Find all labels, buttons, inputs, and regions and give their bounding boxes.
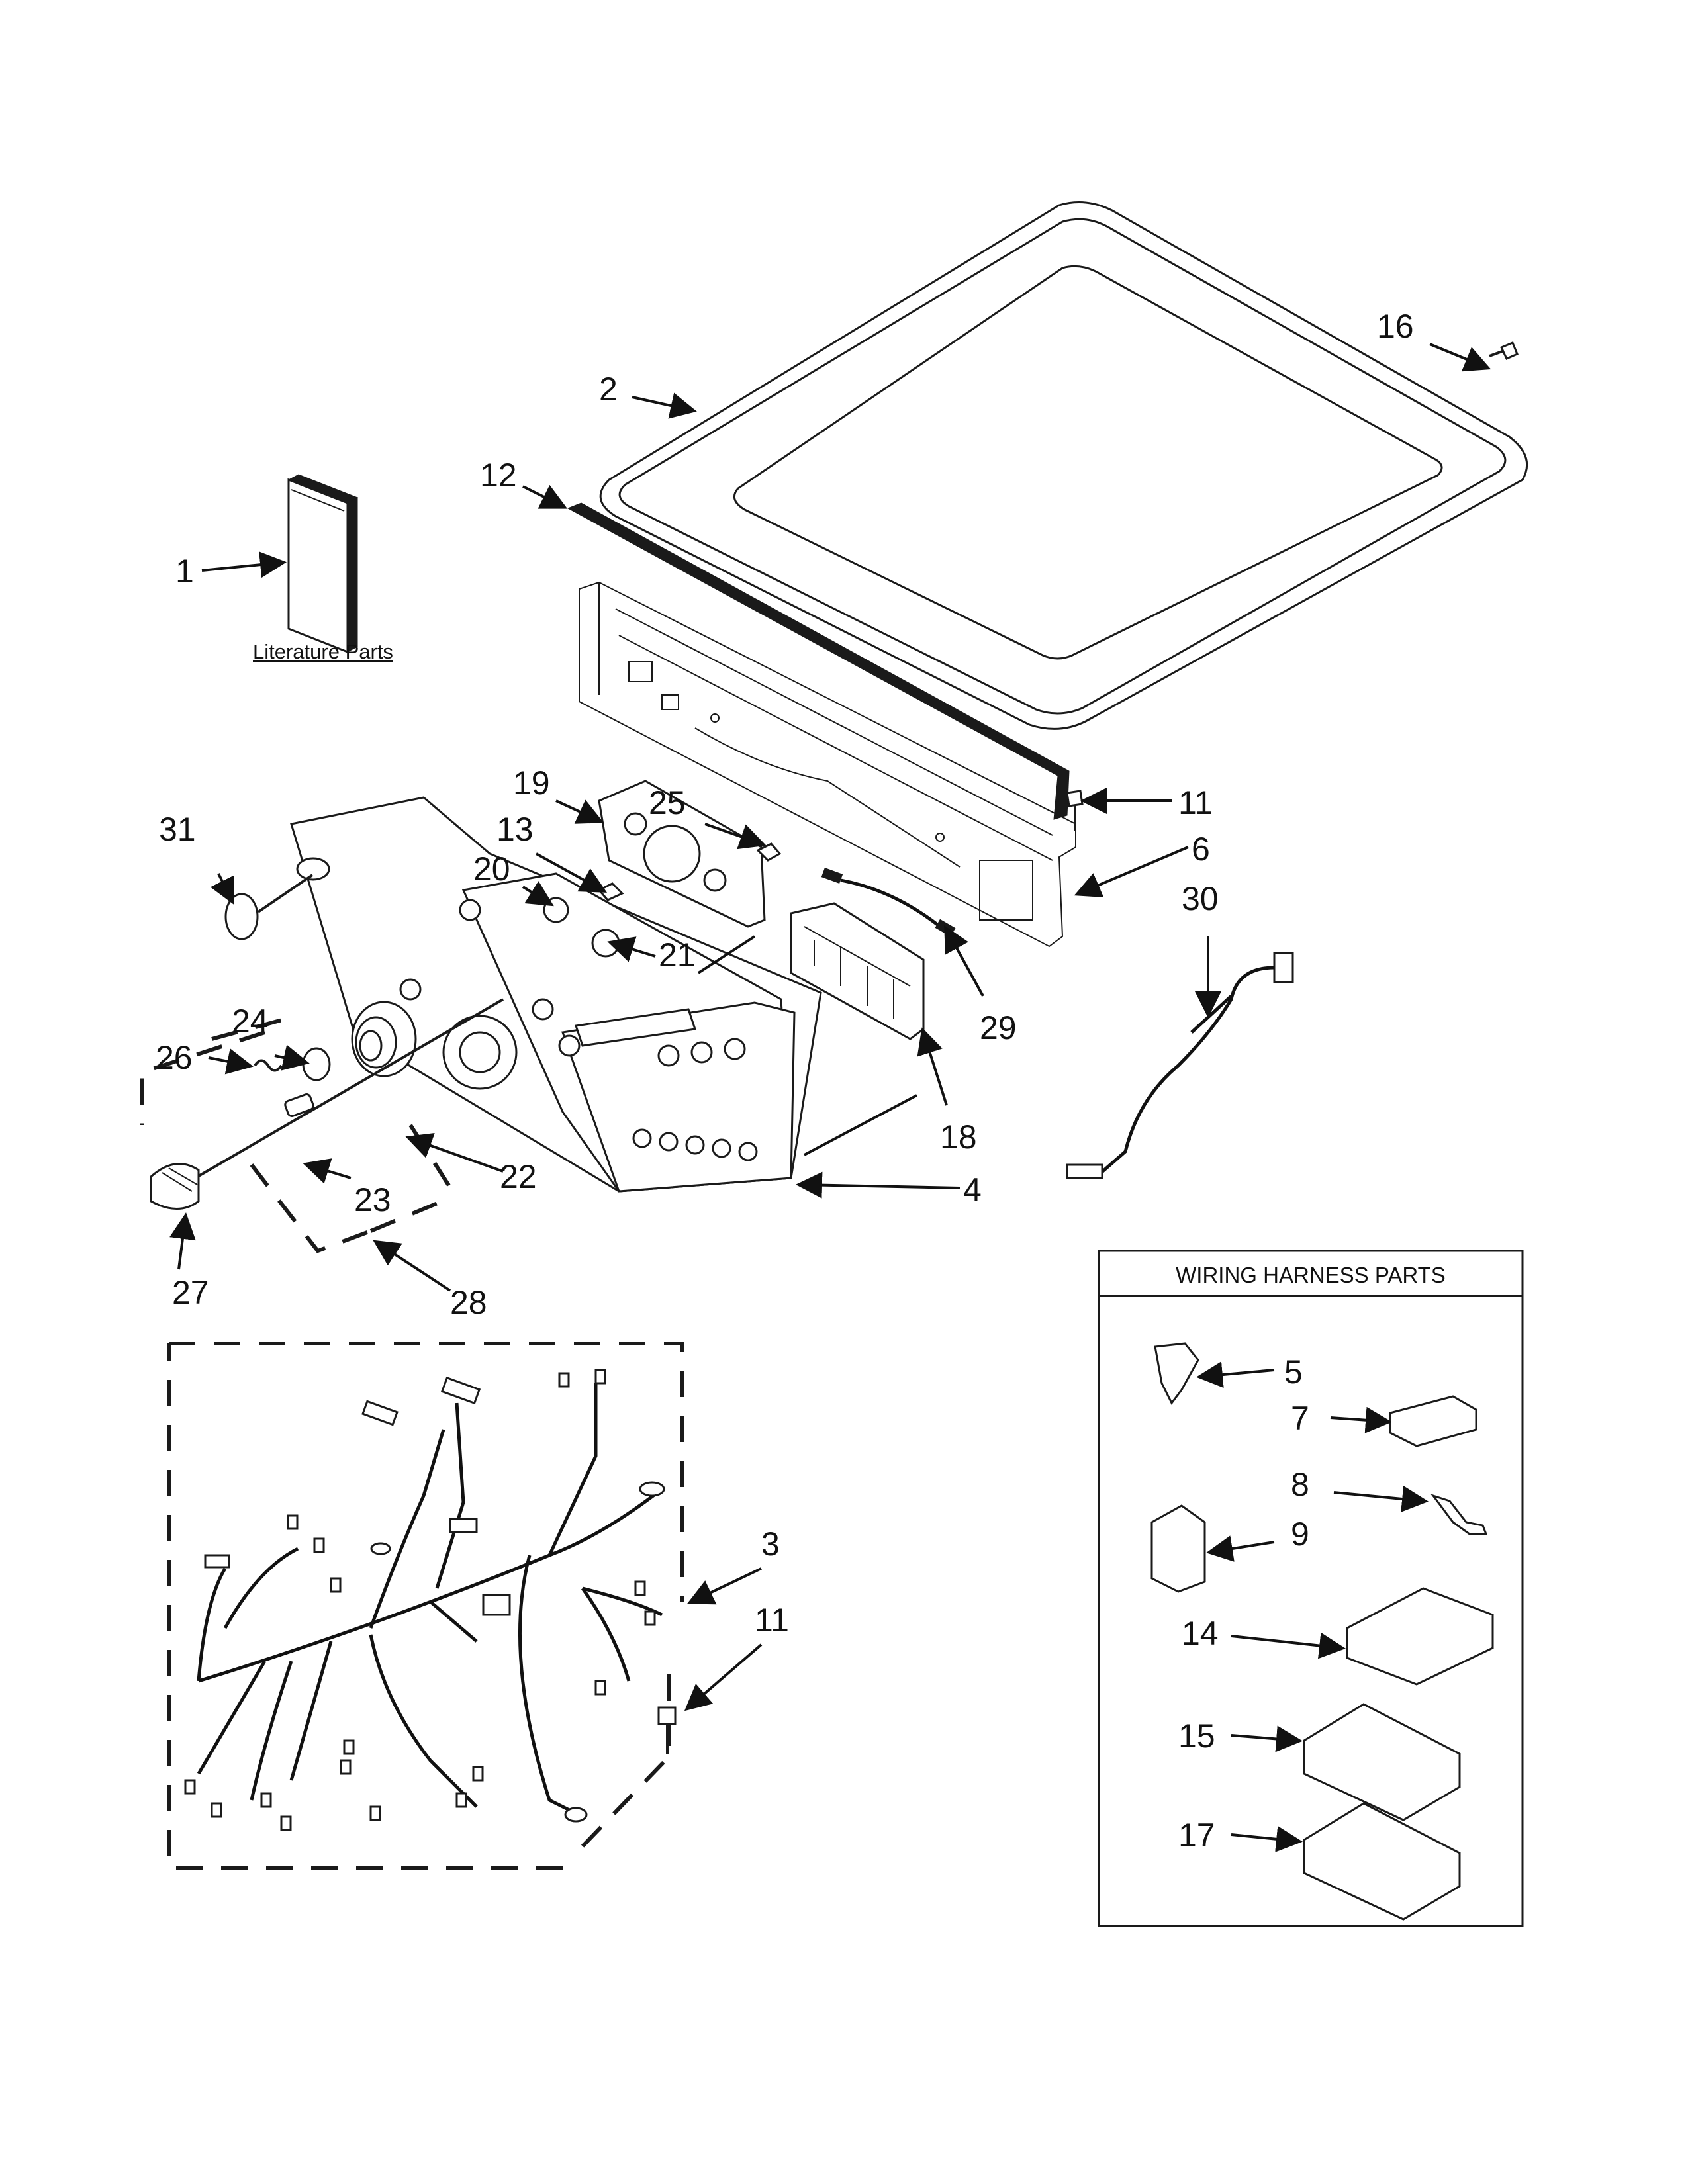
callout-15: 15 xyxy=(1178,1717,1215,1754)
main-harness xyxy=(167,1342,684,1870)
wiring-harness-parts-title: WIRING HARNESS PARTS xyxy=(1176,1263,1446,1287)
screw-11-upper xyxy=(1066,790,1084,831)
console-panel xyxy=(290,796,822,1193)
plug xyxy=(224,893,259,940)
callout-20: 20 xyxy=(473,850,510,887)
part-9 xyxy=(1150,1504,1206,1593)
callout-4: 4 xyxy=(963,1171,982,1208)
top-trim-strip xyxy=(567,502,1070,820)
part-15 xyxy=(1303,1703,1461,1821)
callout-7: 7 xyxy=(1291,1400,1309,1437)
callout-1: 1 xyxy=(175,553,194,590)
callout-31: 31 xyxy=(159,811,196,848)
callout-16: 16 xyxy=(1377,308,1414,345)
callout-23: 23 xyxy=(354,1181,391,1218)
callout-13: 13 xyxy=(496,811,534,848)
callout-22: 22 xyxy=(500,1158,537,1195)
callout-24: 24 xyxy=(232,1003,269,1040)
part-17 xyxy=(1303,1802,1461,1921)
callout-3: 3 xyxy=(761,1525,780,1563)
callout-18: 18 xyxy=(940,1118,977,1156)
callout-26: 26 xyxy=(156,1039,193,1076)
part-23 xyxy=(284,1093,314,1117)
cord-harness xyxy=(1066,952,1294,1179)
callout-17: 17 xyxy=(1178,1817,1215,1854)
callout-14: 14 xyxy=(1182,1615,1219,1652)
part-14 xyxy=(1346,1587,1494,1686)
callout-6: 6 xyxy=(1192,831,1210,868)
screw-11-lower xyxy=(657,1706,677,1754)
callout-25: 25 xyxy=(649,784,686,821)
spring xyxy=(254,1059,283,1072)
screw-16 xyxy=(1489,341,1519,360)
literature-booklet xyxy=(287,474,359,654)
callout-28: 28 xyxy=(450,1284,487,1321)
callout-21: 21 xyxy=(659,936,696,974)
callout-11-upper: 11 xyxy=(1178,784,1213,821)
knob xyxy=(150,1163,200,1210)
callout-11-lower: 11 xyxy=(755,1602,789,1639)
callout-29: 29 xyxy=(980,1009,1017,1046)
callout-12: 12 xyxy=(480,457,517,494)
callout-8: 8 xyxy=(1291,1466,1309,1503)
callout-30: 30 xyxy=(1182,880,1219,917)
knob-ring xyxy=(351,1001,417,1077)
knob-hub xyxy=(302,1047,331,1081)
callout-27: 27 xyxy=(172,1274,209,1311)
leader-lines xyxy=(169,343,1491,1852)
control-bracket xyxy=(598,780,766,928)
console-backplate xyxy=(579,581,1076,948)
part-8 xyxy=(1430,1494,1488,1535)
callout-19: 19 xyxy=(513,764,550,801)
callout-9: 9 xyxy=(1291,1516,1309,1553)
callout-labels: 1 2 3 4 5 6 7 8 9 11 11 12 13 14 15 16 1… xyxy=(156,308,1414,1854)
literature-parts-label: Literature Parts xyxy=(253,640,393,663)
part-5 xyxy=(1154,1342,1199,1405)
callout-2: 2 xyxy=(599,371,618,408)
top-panel xyxy=(599,201,1528,730)
part-13 xyxy=(597,882,624,901)
callout-5: 5 xyxy=(1284,1353,1303,1390)
